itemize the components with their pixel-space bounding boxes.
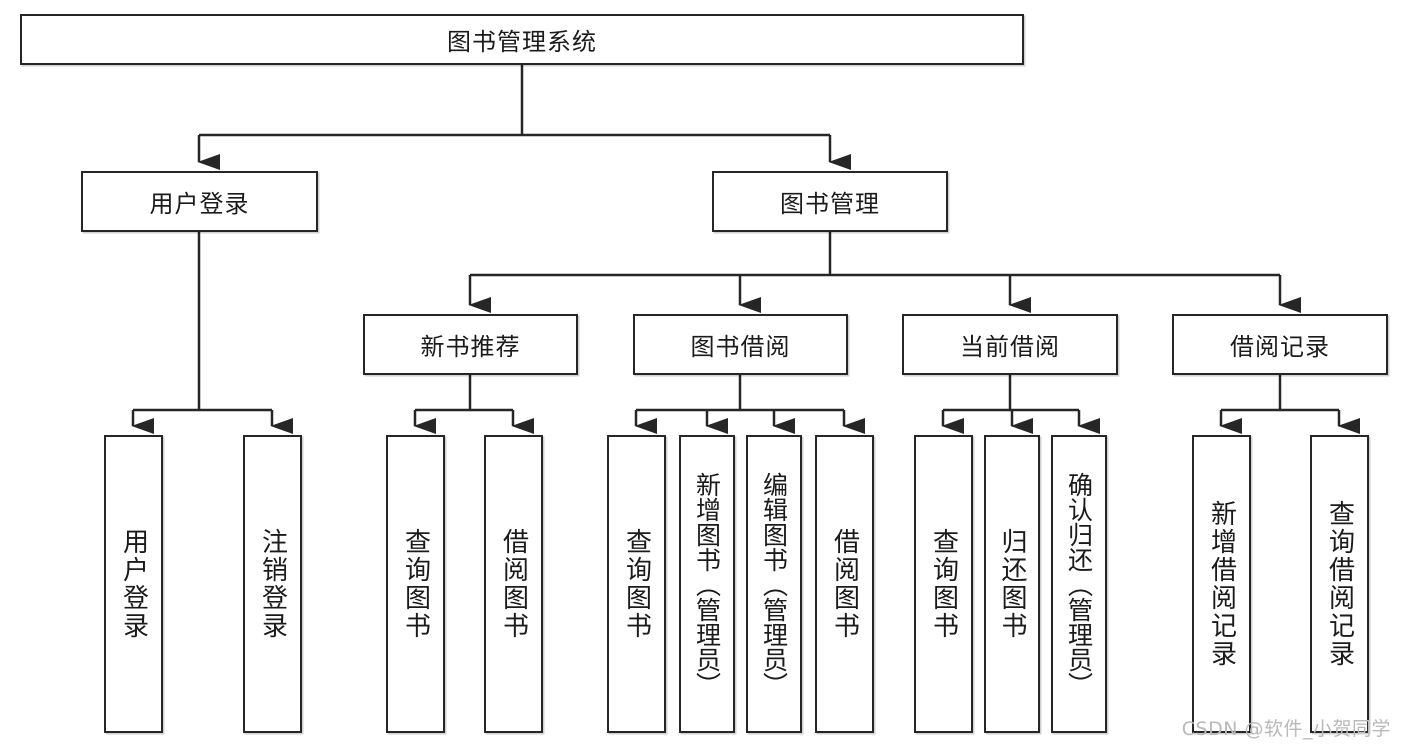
node-new-book-rec-label: 新书推荐 <box>420 333 521 361</box>
node-book-manage-label: 图书管理 <box>780 190 880 218</box>
node-leaf-query-book-3-label: 查询图书 <box>928 528 959 640</box>
node-root-label: 图书管理系统 <box>447 28 597 56</box>
node-leaf-query-record-label: 查询借阅记录 <box>1324 500 1355 668</box>
node-leaf-borrow-book-1[interactable]: 借阅图书 <box>484 435 543 733</box>
node-leaf-query-book-2-label: 查询图书 <box>621 528 652 640</box>
node-book-borrow[interactable]: 图书借阅 <box>633 314 848 375</box>
node-leaf-query-book-1-label: 查询图书 <box>400 528 431 640</box>
node-leaf-add-book-label: 新增图书（管理员） <box>692 471 722 697</box>
node-user-login-label: 用户登录 <box>149 190 250 218</box>
node-leaf-add-record[interactable]: 新增借阅记录 <box>1192 435 1251 733</box>
node-leaf-user-login-label: 用户登录 <box>118 528 149 640</box>
node-leaf-confirm-return[interactable]: 确认归还（管理员） <box>1051 435 1107 733</box>
node-leaf-edit-book-label: 编辑图书（管理员） <box>759 471 789 697</box>
node-current-borrow[interactable]: 当前借阅 <box>902 314 1118 375</box>
node-leaf-borrow-book-2-label: 借阅图书 <box>829 528 860 640</box>
node-root[interactable]: 图书管理系统 <box>20 14 1024 65</box>
node-leaf-logout-label: 注销登录 <box>257 528 288 640</box>
node-leaf-edit-book[interactable]: 编辑图书（管理员） <box>746 435 802 733</box>
node-borrow-record-label: 借阅记录 <box>1230 333 1330 361</box>
node-leaf-return-book-label: 归还图书 <box>997 528 1028 640</box>
node-leaf-borrow-book-1-label: 借阅图书 <box>498 528 529 640</box>
node-leaf-query-book-1[interactable]: 查询图书 <box>386 435 445 733</box>
node-book-manage[interactable]: 图书管理 <box>712 171 948 232</box>
node-leaf-confirm-return-label: 确认归还（管理员） <box>1064 471 1094 697</box>
node-leaf-return-book[interactable]: 归还图书 <box>984 435 1040 733</box>
watermark-text: CSDN @软件_小贺同学 <box>1181 718 1391 740</box>
node-leaf-logout[interactable]: 注销登录 <box>243 435 302 733</box>
node-new-book-rec[interactable]: 新书推荐 <box>363 314 578 375</box>
node-current-borrow-label: 当前借阅 <box>960 333 1060 361</box>
node-leaf-add-book[interactable]: 新增图书（管理员） <box>679 435 735 733</box>
node-book-borrow-label: 图书借阅 <box>690 333 791 361</box>
node-user-login[interactable]: 用户登录 <box>81 171 318 232</box>
node-leaf-query-book-2[interactable]: 查询图书 <box>607 435 666 733</box>
node-leaf-add-record-label: 新增借阅记录 <box>1206 500 1237 668</box>
node-leaf-query-record[interactable]: 查询借阅记录 <box>1310 435 1369 733</box>
node-leaf-user-login[interactable]: 用户登录 <box>104 435 163 733</box>
node-borrow-record[interactable]: 借阅记录 <box>1172 314 1388 375</box>
node-leaf-query-book-3[interactable]: 查询图书 <box>914 435 973 733</box>
node-leaf-borrow-book-2[interactable]: 借阅图书 <box>815 435 874 733</box>
